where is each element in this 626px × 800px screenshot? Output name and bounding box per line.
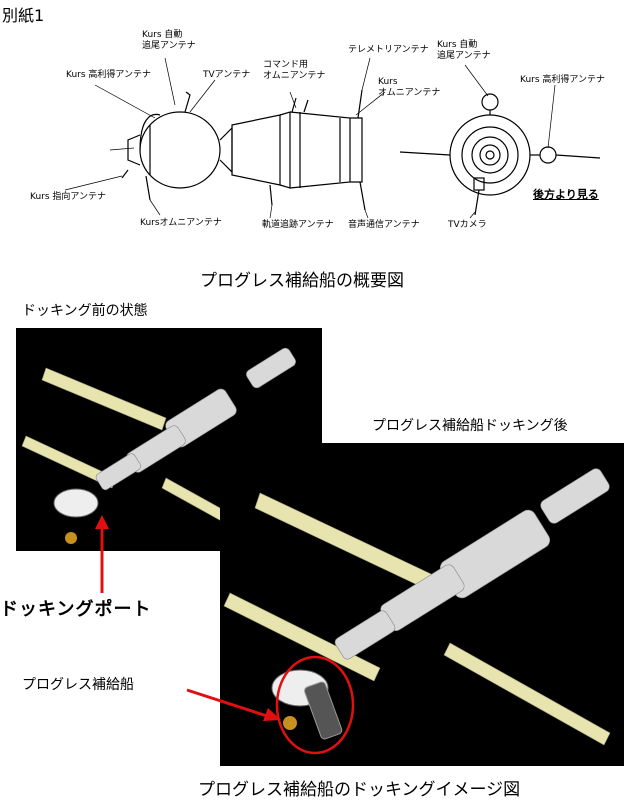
label-kurs-omni-bottom: Kursオムニアンテナ xyxy=(140,218,222,228)
progress-arrow xyxy=(186,688,281,721)
after-docking-caption: プログレス補給船ドッキング後 xyxy=(372,418,568,434)
view-from-behind-label: 後方より見る xyxy=(533,188,599,201)
label-kurs-directional: Kurs 指向アンテナ xyxy=(30,192,107,202)
label-tv-camera: TVカメラ xyxy=(448,220,487,230)
progress-diagram xyxy=(64,57,601,219)
overview-title: プログレス補給船の概要図 xyxy=(200,271,404,291)
sheet-label: 別紙1 xyxy=(2,6,45,25)
label-voice-comm: 音声通信アンテナ xyxy=(348,220,420,230)
docking-port-arrow xyxy=(95,515,109,593)
label-kurs-high-gain-rear: Kurs 高利得アンテナ xyxy=(520,75,606,85)
docking-image-title: プログレス補給船のドッキングイメージ図 xyxy=(198,780,521,800)
docking-port-label: ドッキングポート xyxy=(0,599,152,620)
label-tv-antenna: TVアンテナ xyxy=(203,70,251,80)
label-kurs-omni-top: Kurs オムニアンテナ xyxy=(378,77,441,98)
label-kurs-high-gain: Kurs 高利得アンテナ xyxy=(66,70,152,80)
station-after-image xyxy=(220,443,624,766)
before-docking-caption: ドッキング前の状態 xyxy=(22,303,148,319)
label-kurs-auto-track-rear: Kurs 自動 追尾アンテナ xyxy=(437,40,491,61)
label-command-omni: コマンド用 オムニアンテナ xyxy=(263,60,326,81)
label-telemetry: テレメトリアンテナ xyxy=(348,45,429,55)
progress-ship-label: プログレス補給船 xyxy=(22,677,134,693)
label-orbit-tracking: 軌道追跡アンテナ xyxy=(262,220,334,230)
label-kurs-auto-track: Kurs 自動 追尾アンテナ xyxy=(142,30,196,51)
